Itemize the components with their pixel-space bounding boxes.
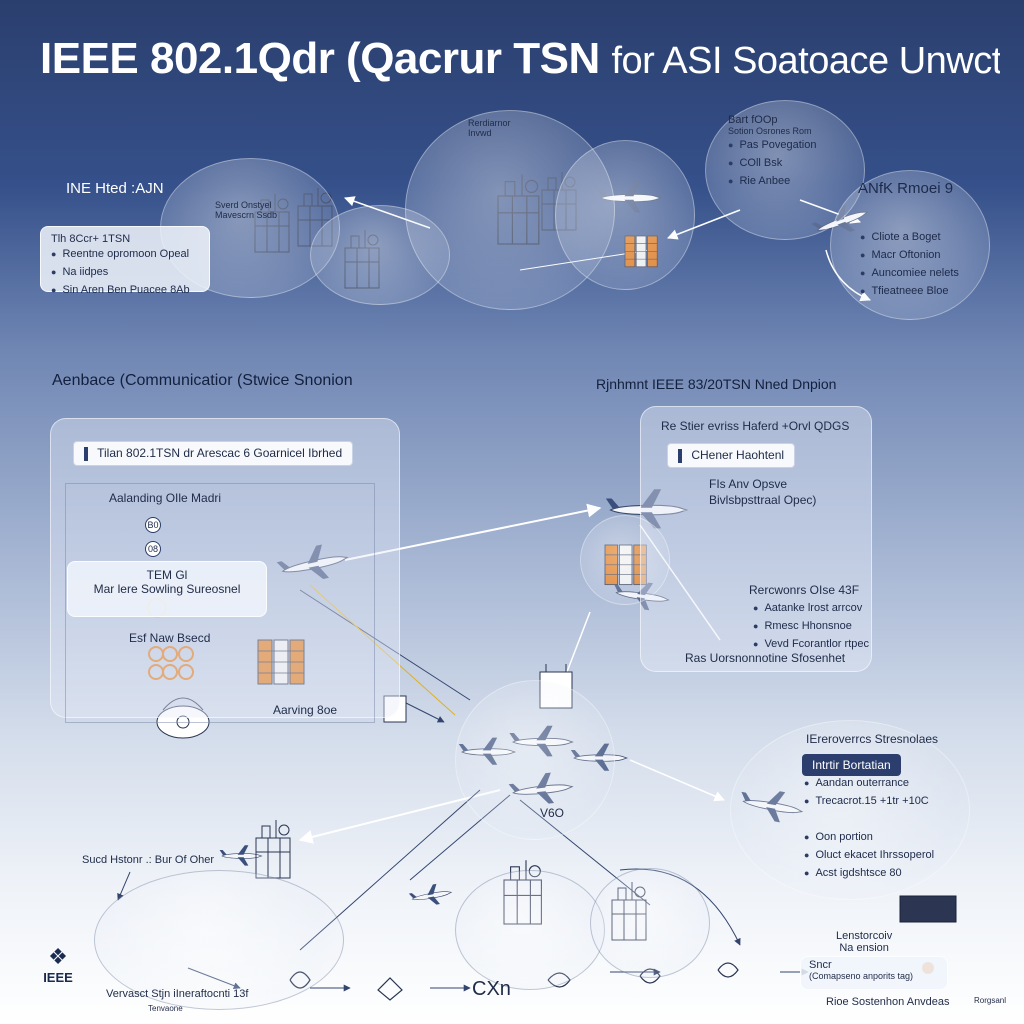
- ieee-logo-mark: ❖: [48, 944, 68, 969]
- bubble-caption: Rerdiarnor Invwd: [468, 118, 511, 138]
- sim-box-sub: Mar lere Sowling Sureosnel: [93, 582, 241, 596]
- bubble-bottom-center: [455, 870, 605, 990]
- connector-line: [344, 503, 602, 561]
- list-item: Rmesc Hhonsnoe: [753, 617, 869, 635]
- sim-box-title: TEM Gl: [146, 568, 188, 582]
- panel-label: Aarving 8oe: [273, 703, 338, 717]
- list-item: Cliote a Boget: [860, 228, 959, 246]
- section-heading-right: Rjnhmnt IEEE 83/20TSN Nned Dnpion: [596, 376, 837, 392]
- bottom-left-label: Sucd Hstonr .: Bur Of Oher: [82, 854, 215, 866]
- connector-line: [299, 589, 471, 701]
- bubble-tag: Intrtir Bortatian: [802, 754, 901, 776]
- bubble-bottom-left: [94, 870, 344, 1010]
- panel-list: Aatanke lrost arrcov Rmesc Hhonsnoe Vevd…: [753, 599, 869, 653]
- list-item: Oluct ekacet Ihrssoperol: [804, 846, 934, 864]
- list-item: Rie Anbee: [728, 172, 817, 190]
- page-title: IEEE 802.1Qdr (Qacrur TSN for ASI Soatoa…: [40, 34, 1000, 84]
- list-item: Pas Povegation: [728, 136, 816, 154]
- panel-tag-text: CHener Haohtenl: [691, 448, 785, 462]
- bottom-right-footer: Rioe Sostenhon Anvdeas: [826, 996, 950, 1008]
- panel-text: Re Stier evriss Haferd +Orvl QDGS: [661, 419, 850, 433]
- panel-tag: CHener Haohtenl: [667, 443, 796, 468]
- bottom-caption-sub: Tenvaone: [148, 1004, 183, 1013]
- info-list: Pas Povegation COll Bsk Rie Anbee: [728, 136, 817, 190]
- bubble-bottom-right-small: [590, 868, 710, 978]
- panel-label: Aalanding OIle Madri: [109, 491, 222, 505]
- list-item: Tfieatneee Bloe: [860, 282, 959, 300]
- top-left-heading: INE Hted :AJN: [66, 180, 164, 197]
- ieee-logo-text: IEEE: [43, 970, 73, 985]
- list-item: Acst igdshtsce 80: [804, 864, 934, 882]
- center-label: CXn: [472, 978, 511, 1000]
- left-panel: Tilan 802.1TSN dr Arescac 6 Goarnicel Ib…: [50, 418, 400, 723]
- list-item: Na iidpes: [51, 263, 199, 281]
- title-main: IEEE 802.1Qdr (Qacrur TSN: [40, 34, 600, 83]
- panel-tag-text: Tilan 802.1TSN dr Arescac 6 Goarnicel Ib…: [97, 446, 343, 460]
- top-right-heading: ANfK Rmoei 9: [858, 180, 954, 197]
- hub-bubble: [455, 680, 615, 840]
- list-subtitle: Sotion Osrones Rom: [728, 126, 812, 136]
- bottom-right-heading: Lenstorcoiv Na ension: [836, 930, 893, 954]
- box-line: Sncr: [809, 959, 832, 971]
- list-item: Vevd Fcorantlor rtpec: [753, 635, 869, 653]
- panel-text: Bivlsbpsttraal Opec): [709, 493, 817, 507]
- inner-frame: [65, 483, 375, 723]
- bubble-title: IEreroverrcs Stresnolaes: [806, 732, 939, 746]
- badge: 08: [145, 541, 161, 557]
- list-item: COll Bsk: [728, 154, 817, 172]
- list-item: Sin Aren Ben Puacee 8Ab: [51, 281, 199, 299]
- bubble-center-right: [555, 140, 695, 290]
- top-left-info-box: Tlh 8Ccr+ 1TSN Reentne opromoon Opeal Na…: [40, 226, 210, 296]
- panel-tag: Tilan 802.1TSN dr Arescac 6 Goarnicel Ib…: [73, 441, 354, 466]
- facility-icon: [255, 819, 291, 879]
- bottom-right-box: Sncr (Comapseno anporits tag): [800, 956, 948, 990]
- bubble-middle: [580, 515, 670, 605]
- info-box-title: Tlh 8Ccr+ 1TSN: [51, 233, 131, 245]
- connector-line: [399, 699, 445, 723]
- badge: B0: [145, 517, 161, 533]
- title-sub: for ASI Soatoace Unwct: [611, 40, 1000, 82]
- bottom-caption: Vervasct Stjn iIneraftocnti 13f: [106, 988, 249, 1000]
- list-item: Macr Oftonion: [860, 246, 959, 264]
- connector-line: [309, 584, 456, 716]
- credit-text: Rorgsanl: [974, 996, 1007, 1005]
- list-item: Aandan outerrance: [804, 774, 929, 792]
- top-right-list: Bart fOOp Sotion Osrones Rom Pas Povegat…: [728, 114, 817, 190]
- bubble-list: Aandan outerrance Trecacrot.15 +1tr +10C: [804, 774, 929, 810]
- list-item: Trecacrot.15 +1tr +10C: [804, 792, 928, 810]
- badge-group: B0 08: [145, 515, 164, 557]
- connector-line: [117, 871, 131, 901]
- right-panel: Re Stier evriss Haferd +Orvl QDGS CHener…: [640, 406, 872, 672]
- panel-footer: Ras Uorsnonnotine Sfosenhet: [685, 651, 846, 665]
- list-item: Reentne opromoon Opeal: [51, 245, 199, 263]
- list-item: Aatanke lrost arrcov: [753, 599, 869, 617]
- network-switch-icon: [899, 895, 957, 923]
- list-title: Bart fOOp: [728, 114, 778, 126]
- hub-label: V6O: [540, 806, 565, 820]
- box-line: (Comapseno anporits tag): [809, 971, 914, 981]
- bubble-caption: Sverd Onstyel Mavescrn Ssdb: [215, 200, 278, 220]
- panel-label: Esf Naw Bsecd: [129, 631, 211, 645]
- connector-line: [629, 759, 725, 802]
- section-heading-left: Aenbace (Communicatior (Stwice Snonion: [52, 372, 353, 389]
- airplane-icon: [407, 881, 454, 910]
- ieee-logo: ❖ IEEE: [38, 944, 78, 985]
- bubble-list-2: Oon portion Oluct ekacet Ihrssoperol Acs…: [804, 828, 934, 882]
- panel-sub-heading: Rercwonrs OIse 43F: [749, 583, 860, 597]
- sim-box: TEM Gl Mar lere Sowling Sureosnel: [67, 561, 267, 617]
- airplane-icon: [219, 844, 262, 866]
- far-right-list: Cliote a Boget Macr Oftonion Auncomiee n…: [860, 228, 959, 300]
- panel-text: FIs Anv Opsve: [709, 477, 788, 491]
- info-box-list: Reentne opromoon Opeal Na iidpes Sin Are…: [51, 245, 199, 299]
- list-item: Auncomiee nelets: [860, 264, 958, 282]
- list-item: Oon portion: [804, 828, 934, 846]
